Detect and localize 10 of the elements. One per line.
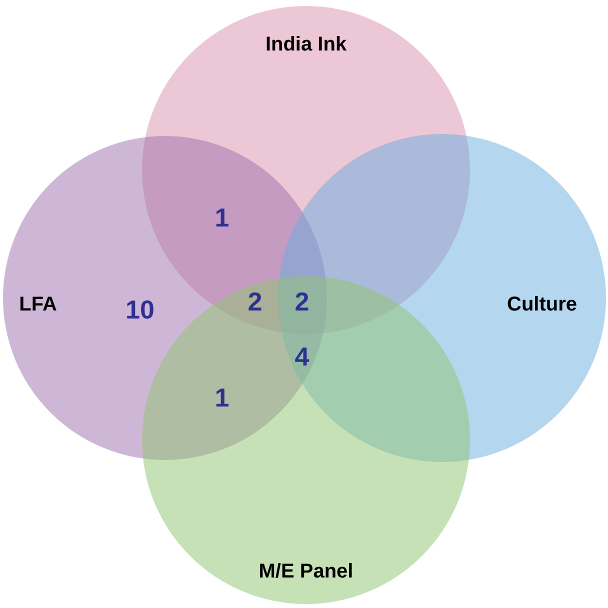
count-label: 4 bbox=[294, 342, 310, 372]
count-label: 2 bbox=[248, 286, 262, 318]
count-label: 1 bbox=[214, 382, 230, 414]
set-label: LFA bbox=[19, 294, 57, 316]
set-label: Culture bbox=[507, 294, 577, 316]
set-label: India Ink bbox=[265, 34, 347, 56]
count-label: 10 bbox=[126, 294, 154, 326]
count-label: 1 bbox=[214, 202, 230, 234]
count-label: 2 bbox=[294, 286, 310, 318]
set-label: M/E Panel bbox=[258, 560, 354, 584]
